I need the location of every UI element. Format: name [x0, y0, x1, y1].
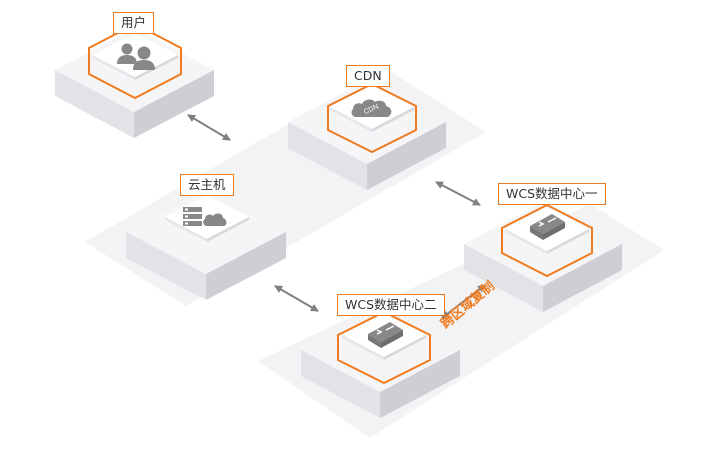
- wcs-storage-icon: [530, 214, 565, 240]
- user-group-icon: [117, 43, 155, 70]
- cdn-cloud-icon: CDN: [351, 99, 392, 117]
- wcs-storage-icon: [368, 322, 403, 348]
- label-wcs-dc1: WCS数据中心一: [498, 183, 606, 205]
- label-user: 用户: [113, 12, 155, 34]
- node-user[interactable]: [55, 22, 214, 138]
- arrow-cdn-dc1: [435, 181, 481, 206]
- server-cloud-icon: [183, 207, 227, 226]
- label-cdn: CDN: [346, 65, 390, 87]
- node-cloud-host[interactable]: [126, 190, 286, 300]
- label-cloud-host: 云主机: [180, 174, 234, 196]
- node-wcs-dc1[interactable]: [464, 202, 622, 312]
- arrow-cloudhost-dc2: [274, 285, 319, 312]
- arrow-dc1-dc2-replication: [441, 284, 486, 319]
- arrow-user-cloudhost: [187, 114, 231, 141]
- label-wcs-dc2: WCS数据中心二: [337, 294, 445, 316]
